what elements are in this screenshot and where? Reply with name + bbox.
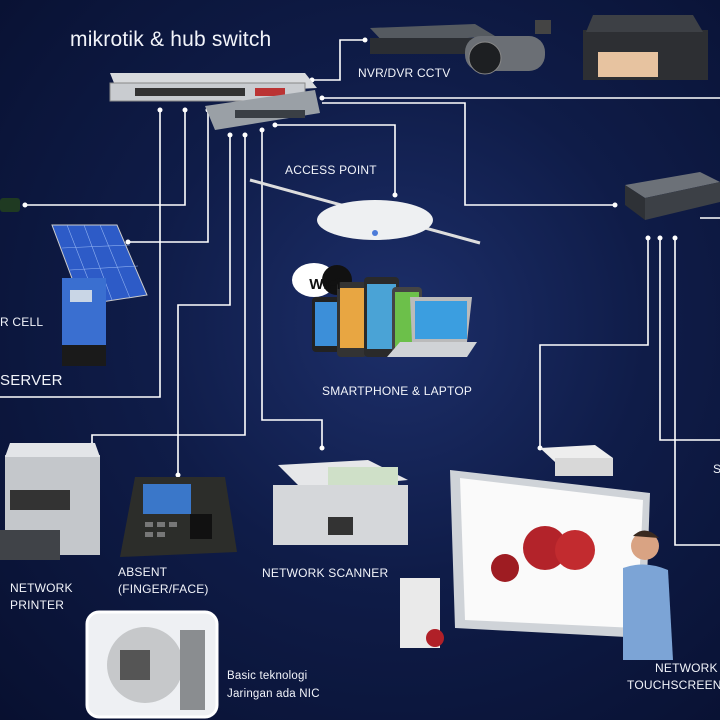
access-point-label: ACCESS POINT [285,163,377,177]
absent-label-line1: ABSENT [118,565,168,579]
wifi-logo: WiFi [309,276,341,293]
wire-nvr [312,39,365,81]
touchscreen-label-line2: TOUCHSCREEN [627,678,720,692]
partial-right-label: S [713,462,720,476]
printer-label-line2: PRINTER [10,598,65,612]
wire-projector [539,238,649,448]
scanner-label: NETWORK SCANNER [262,566,389,580]
absent-machine-image [120,477,237,557]
green-device-left [0,198,20,212]
solar-cell-label: R CELL [0,315,44,329]
touchscreen-label-line1: NETWORK [655,661,718,675]
nic-image [85,610,219,719]
nvr-label: NVR/DVR CCTV [358,66,451,80]
nic-label-line1: Basic teknologi [227,670,308,682]
smartphone-laptop-image [292,263,477,357]
network-printer-image [0,443,100,560]
wire-solar [128,110,209,243]
access-point-image [249,178,481,245]
printer-label-line1: NETWORK [10,581,73,595]
network-scanner-image [273,460,408,545]
nvr-cctv-image [370,20,551,75]
wire-access-point [275,124,396,195]
wire-right-2 [674,238,720,546]
printer-top-image [583,15,708,80]
solar-cell-image [51,224,148,366]
hub-switch-right-image [625,172,720,220]
smartphone-laptop-label: SMARTPHONE & LAPTOP [322,384,473,398]
wire-absent [177,135,231,475]
nic-label-line2: Jaringan ada NIC [227,688,320,700]
wire-switch2 [322,102,615,206]
projector-image [540,445,613,476]
touchscreen-image [400,470,650,648]
page-title: mikrotik & hub switch [70,28,272,51]
wire-printer [91,135,246,445]
wire-left-device [25,110,186,206]
presenter-person-image [623,530,673,660]
wire-scanner [261,130,323,448]
wire-right-1 [659,238,720,441]
mikrotik-switch-image [109,73,320,130]
server-label: SERVER [0,372,63,389]
absent-label-line2: (FINGER/FACE) [118,582,209,596]
